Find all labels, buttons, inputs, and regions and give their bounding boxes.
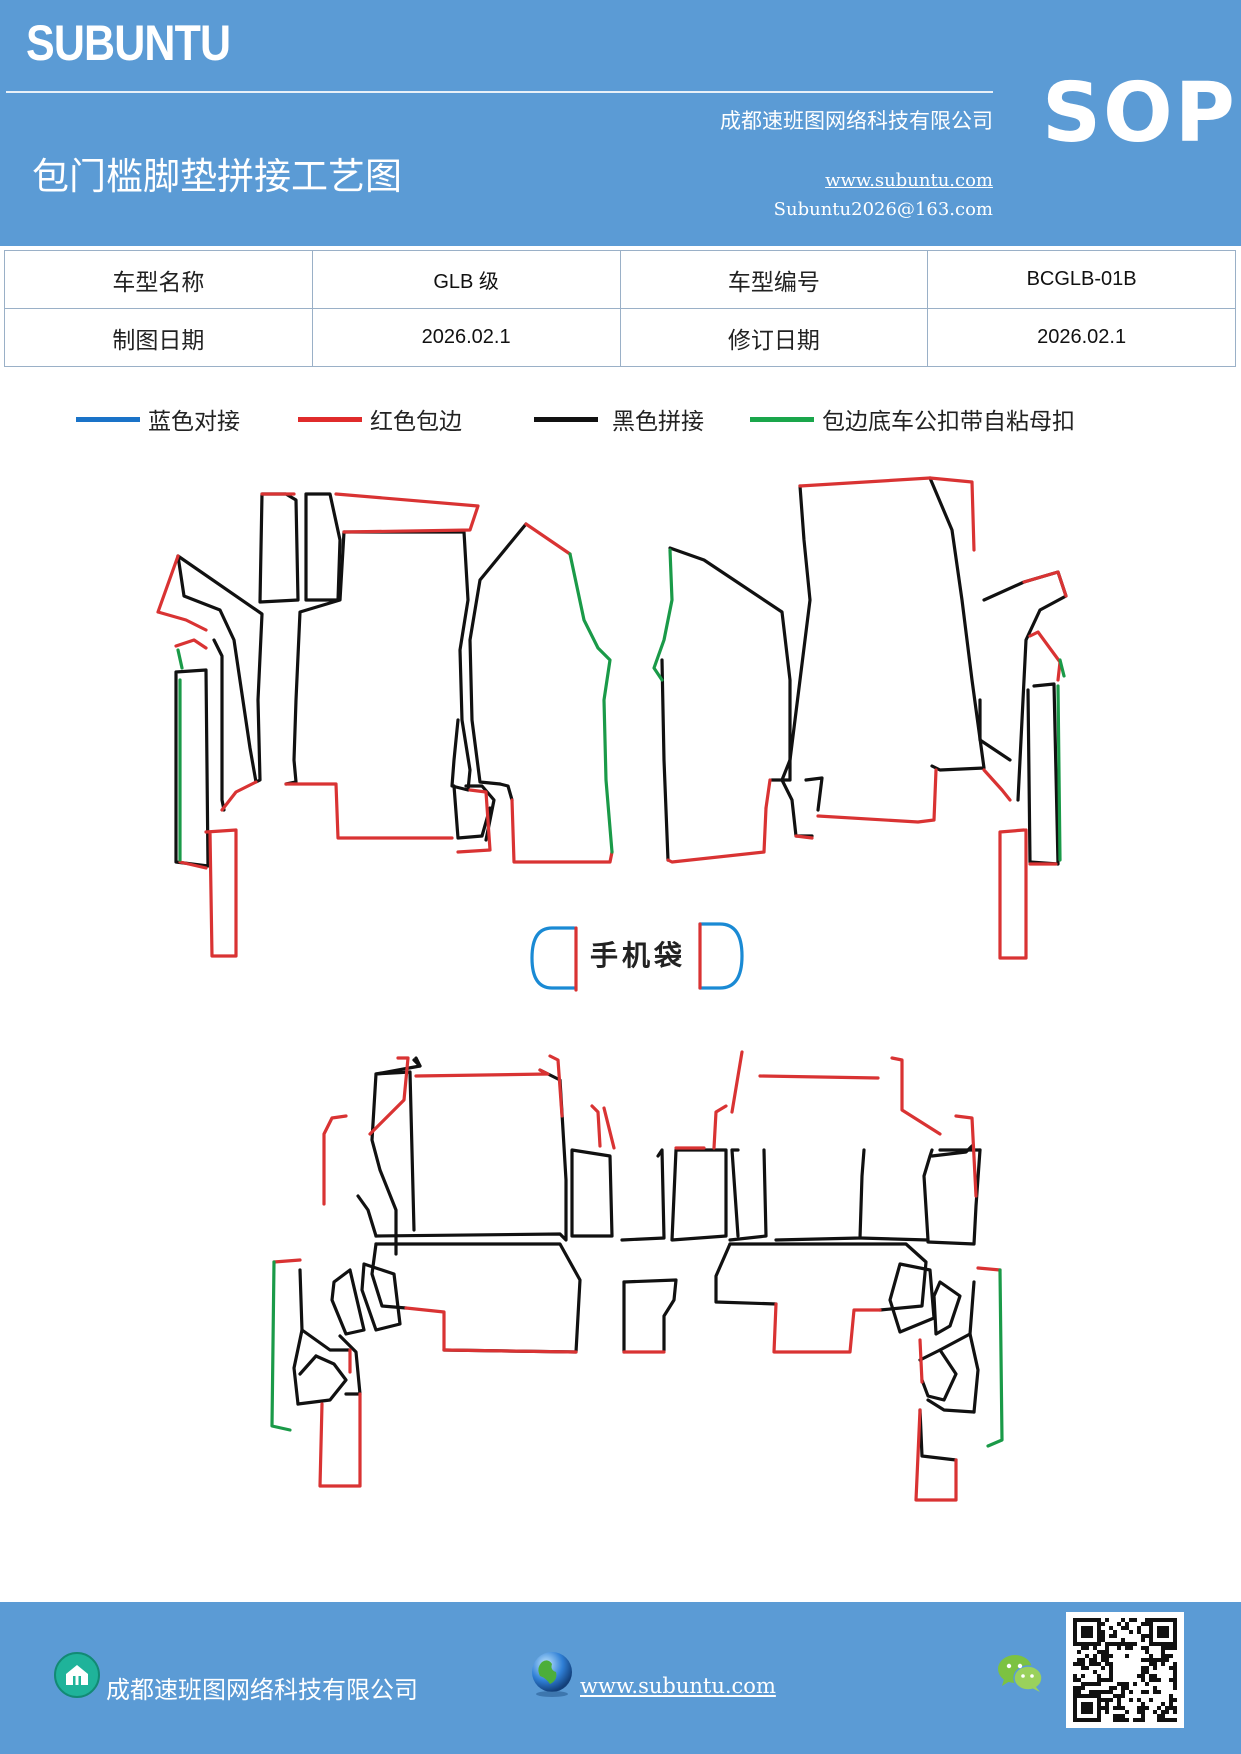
page-title: 包门槛脚垫拼接工艺图 — [32, 155, 402, 198]
legend-item-black: 黑色拼接 — [534, 402, 704, 436]
model-name-label: 车型名称 — [4, 250, 313, 309]
model-name-value: GLB 级 — [311, 250, 621, 309]
legend-label: 红色包边 — [370, 409, 462, 435]
qr-code — [1066, 1612, 1184, 1728]
legend-item-blue: 蓝色对接 — [76, 402, 240, 436]
red-edge-binding — [156, 476, 1068, 1502]
wechat-icon[interactable] — [996, 1652, 1044, 1694]
globe-icon — [532, 1652, 572, 1697]
email-address: Subuntu2026@163.com — [773, 199, 993, 220]
revision-date-label: 修订日期 — [619, 308, 929, 367]
table-row: 制图日期 2026.02.1 修订日期 2026.02.1 — [4, 308, 1236, 367]
phone-pocket-label: 手机袋 — [590, 939, 687, 972]
website-link[interactable]: www.subuntu.com — [825, 170, 993, 191]
legend-swatch-black — [534, 416, 598, 422]
sop-badge: SOP — [1042, 66, 1237, 161]
revision-date-value: 2026.02.1 — [927, 308, 1236, 367]
footer-website-link[interactable]: www.subuntu.com — [580, 1674, 776, 1698]
legend-label: 黑色拼接 — [612, 409, 704, 435]
draw-date-label: 制图日期 — [4, 308, 313, 367]
draw-date-value: 2026.02.1 — [311, 308, 621, 367]
legend-label: 蓝色对接 — [148, 409, 240, 435]
legend-item-green: 包边底车公扣带自粘母扣 — [750, 402, 1075, 436]
legend-swatch-green — [750, 416, 814, 422]
header-divider — [6, 91, 993, 93]
legend-swatch-blue — [76, 416, 140, 422]
legend-swatch-red — [298, 416, 362, 422]
model-code-value: BCGLB-01B — [927, 250, 1236, 309]
green-velcro-edges — [176, 548, 1066, 1448]
legend-label: 包边底车公扣带自粘母扣 — [822, 409, 1075, 435]
legend-item-red: 红色包边 — [298, 402, 462, 436]
legend: 蓝色对接 红色包边 黑色拼接 包边底车公扣带自粘母扣 — [0, 402, 1241, 438]
company-name: 成都速班图网络科技有限公司 — [720, 109, 993, 133]
brand-logo: SUBUNTU — [26, 15, 231, 71]
footer-company-name: 成都速班图网络科技有限公司 — [106, 1676, 418, 1704]
phone-pocket — [530, 922, 744, 992]
home-icon — [54, 1652, 100, 1698]
table-row: 车型名称 GLB 级 车型编号 BCGLB-01B — [4, 250, 1236, 309]
header-banner — [0, 0, 1241, 246]
mat-splicing-diagram — [156, 476, 1068, 1502]
model-code-label: 车型编号 — [619, 250, 929, 309]
info-table: 车型名称 GLB 级 车型编号 BCGLB-01B 制图日期 2026.02.1… — [4, 250, 1236, 367]
